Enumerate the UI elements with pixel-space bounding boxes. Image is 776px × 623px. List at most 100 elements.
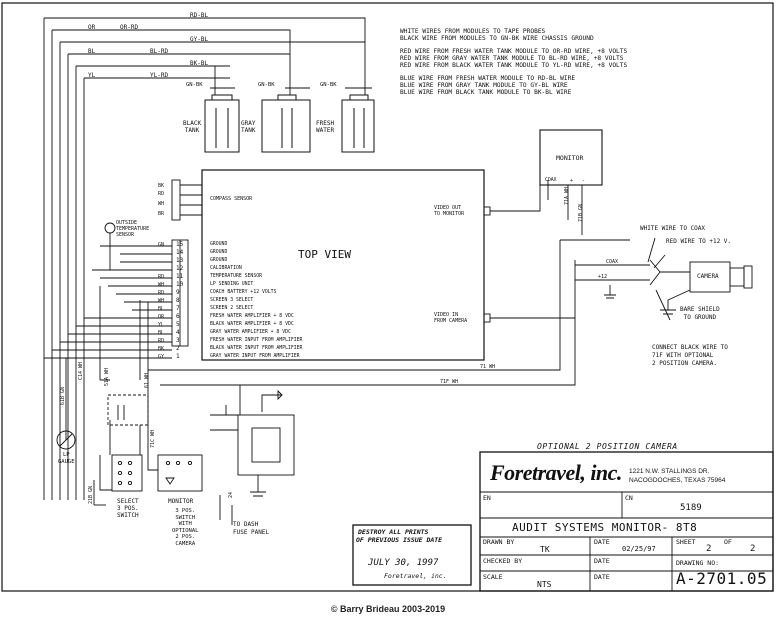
stamp-line1: DESTROY ALL PRINTS <box>358 528 429 536</box>
pin-function-label: GROUND <box>210 258 228 263</box>
video-out-label: VIDEO OUT TO MONITOR <box>434 205 465 217</box>
en-label: EN <box>483 494 491 502</box>
pin-number: 6 <box>176 313 180 320</box>
wire-label-bl-rd: BL-RD <box>150 48 169 55</box>
wire-label-or-rd: OR-RD <box>120 24 139 31</box>
note-black-wire: BLACK WIRE FROM MODULES TO GN-BK WIRE CH… <box>400 35 594 42</box>
address-line2: NACOGDOCHES, TEXAS 75964 <box>629 477 726 484</box>
of-value: 2 <box>750 544 756 554</box>
pin-number: 1 <box>176 353 180 360</box>
drawing-no-label: DRAWING NO: <box>676 559 720 567</box>
of-label: OF <box>724 538 732 546</box>
stamp-company: Foretravel, inc. <box>384 572 447 580</box>
stamp-date: JULY 30, 1997 <box>368 558 439 568</box>
compass-pin-bk: BK <box>158 183 165 189</box>
black-tank-label: BLACK TANK <box>183 120 202 134</box>
pin-number: 12 <box>176 265 184 272</box>
pin-function-label: COACH BATTERY +12 VOLTS <box>210 290 277 295</box>
compass-pin-wh: WH <box>158 201 165 207</box>
checked-by-label: CHECKED BY <box>483 557 523 565</box>
dash-fuse-label: TO DASH FUSE PANEL <box>233 521 270 536</box>
black-tank <box>204 94 240 153</box>
pin-wire-color: BL <box>158 330 165 336</box>
wire-label-gy-bl: GY-BL <box>190 36 209 43</box>
fresh-tank-label: FRESH WATER <box>316 120 335 134</box>
pin-wire-color: GN <box>158 242 165 248</box>
camera-label: CAMERA <box>697 273 719 280</box>
schematic-lines <box>1 2 774 592</box>
lp-gauge-label: LP GAUGE <box>58 452 75 465</box>
outside-temp-sensor-label: OUTSIDE TEMPERATURE SENSOR <box>116 220 150 238</box>
connect-black-note: CONNECT BLACK WIRE TO 71F WITH OPTIONAL … <box>652 344 728 367</box>
pin-function-label: FRESH WATER INPUT FROM AMPLIFIER <box>210 338 303 343</box>
pin-function-label: GRAY WATER INPUT FROM AMPLIFIER <box>210 354 300 359</box>
note-blue-black: BLUE WIRE FROM BLACK TANK MODULE TO BK-B… <box>400 89 572 96</box>
wire-label-bl: BL <box>88 48 96 55</box>
note-red-black: RED WIRE FROM BLACK WATER TANK MODULE TO… <box>400 62 628 69</box>
note-red-fresh: RED WIRE FROM FRESH WATER TANK MODULE TO… <box>400 48 628 55</box>
wire-label-gn-bk-fresh: GN-BK <box>320 82 337 88</box>
wire-71-label: 71 WH <box>480 364 496 370</box>
sheet-value: 2 <box>706 544 712 554</box>
pin-function-label: TEMPERATURE SENSOR <box>210 274 262 279</box>
pin-wire-color: BL <box>158 306 165 312</box>
wire-label-or: OR <box>88 24 96 31</box>
optional-camera-title: OPTIONAL 2 POSITION CAMERA <box>537 442 678 451</box>
fresh-tank <box>341 94 375 153</box>
pin-function-label: SCREEN 2 SELECT <box>210 306 254 311</box>
monitor-minus: - <box>582 178 586 184</box>
pin-function-label: BLACK WATER INPUT FROM AMPLIFIER <box>210 346 303 351</box>
gray-tank <box>261 94 311 153</box>
pin-number: 5 <box>176 321 180 328</box>
cn-label: CN <box>625 494 633 502</box>
note-red-gray: RED WIRE FROM GRAY WATER TANK MODULE TO … <box>400 55 624 62</box>
pin-function-label: LP SENDING UNIT <box>210 282 254 287</box>
wire-label-rd-bl: RD-BL <box>190 12 209 19</box>
monitor-coax-label: COAX <box>545 178 557 183</box>
drawn-by-label: DRAWN BY <box>483 538 515 546</box>
top-view-title: TOP VIEW <box>298 248 351 261</box>
pin-number: 10 <box>176 281 184 288</box>
pin-number: 7 <box>176 305 180 312</box>
stamp-line2: OF PREVIOUS ISSUE DATE <box>356 536 443 544</box>
pin-number: 11 <box>176 273 184 280</box>
drawing-title: AUDIT SYSTEMS MONITOR- 8T8 <box>512 521 698 534</box>
wire-24-label: 24 <box>228 491 234 498</box>
pin-wire-color: BK <box>158 346 165 352</box>
monitor-plus: + <box>570 178 574 184</box>
wire-71b-label: 71B GN <box>578 203 584 222</box>
video-in-label: VIDEO IN FROM CAMERA <box>434 312 468 324</box>
pin-function-label: BLACK WATER AMPLIFIER + 8 VDC <box>210 322 294 327</box>
pin-function-label: CALIBRATION <box>210 266 242 271</box>
gray-tank-label: GRAY TANK <box>241 120 256 134</box>
pin-number: 3 <box>176 337 180 344</box>
scale-value: NTS <box>537 580 552 589</box>
pin-number: 4 <box>176 329 180 336</box>
wire-c14-label: C14 WH <box>78 361 84 380</box>
red-wire-note: RED WIRE TO +12 V. <box>666 238 732 245</box>
pin-wire-color: RD <box>158 274 165 280</box>
pin-number: 2 <box>176 345 180 352</box>
wire-label-yl: YL <box>88 72 96 79</box>
wire-71a-label: 71A WH <box>564 186 570 205</box>
wire-21b-label: 21B GN <box>88 485 94 504</box>
pin-function-label: GRAY WATER AMPLIFIER + 8 VDC <box>210 330 291 335</box>
compass-sensor-label: COMPASS SENSOR <box>210 196 253 202</box>
wiring-diagram-sheet: WHITE WIRES FROM MODULES TO TAPE PROBES … <box>1 2 774 592</box>
camera-plus12-label: +12 <box>598 274 608 280</box>
date-value-1: 02/25/97 <box>622 545 656 553</box>
wire-label-gn-bk-black: GN-BK <box>186 82 203 88</box>
pin-number: 13 <box>176 257 184 264</box>
select-switch-label: SELECT 3 POS. SWITCH <box>117 498 139 519</box>
cn-value: 5189 <box>680 503 702 513</box>
wire-label-bk-bl: BK-BL <box>190 60 209 67</box>
pin-wire-color: YL <box>158 322 165 328</box>
note-white-wires: WHITE WIRES FROM MODULES TO TAPE PROBES <box>400 28 546 35</box>
pin-number: 9 <box>176 289 180 296</box>
wire-51a-label: 51A WH <box>104 367 110 386</box>
pin-wire-color: GY <box>158 354 165 360</box>
switch-note: 3 POS. SWITCH WITH OPTIONAL 2 POS. CAMER… <box>172 508 199 547</box>
date-label-2: DATE <box>594 557 610 565</box>
white-wire-note: WHITE WIRE TO COAX <box>640 225 706 232</box>
pin-wire-color: RD <box>158 290 165 296</box>
